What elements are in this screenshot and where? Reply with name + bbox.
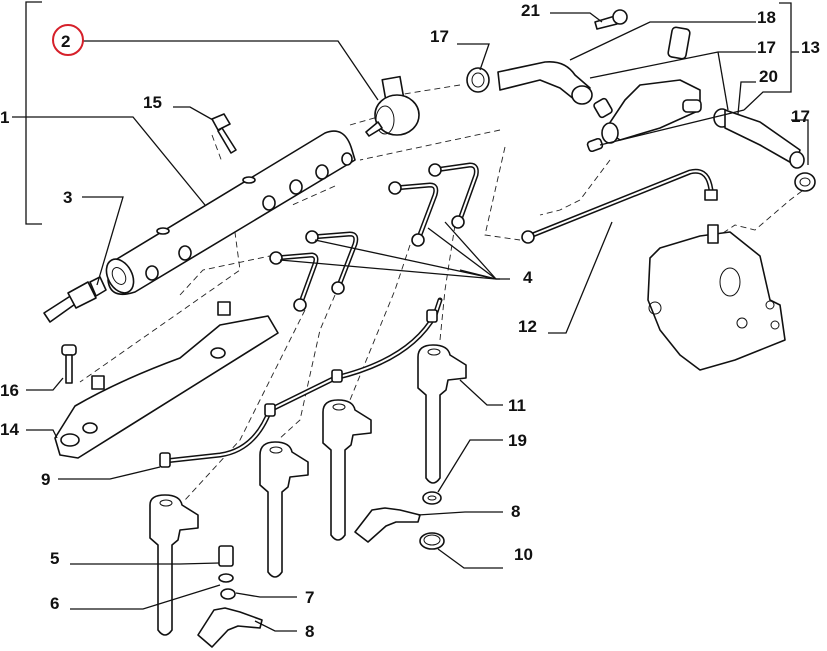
- group-bracket-1: [25, 1, 42, 225]
- callout-8-lower[interactable]: 8: [305, 622, 314, 641]
- seal-ring-10[interactable]: [419, 532, 445, 550]
- return-line[interactable]: [159, 297, 443, 468]
- callout-14[interactable]: 14: [0, 420, 19, 439]
- callout-8-upper[interactable]: 8: [511, 502, 520, 521]
- washer-19[interactable]: [422, 491, 442, 505]
- callout-2[interactable]: 2: [61, 32, 70, 51]
- callout-16[interactable]: 16: [0, 381, 19, 400]
- callout-5[interactable]: 5: [50, 549, 59, 568]
- injector-2[interactable]: [259, 441, 309, 578]
- callout-10[interactable]: 10: [514, 545, 533, 564]
- callout-1[interactable]: 1: [0, 108, 9, 127]
- callout-labels: 2 1 3 15 16 14 9 5 6 7 8 8 10 19 11 12 4…: [0, 1, 820, 641]
- supply-pipe[interactable]: [521, 168, 718, 244]
- high-pressure-pump[interactable]: [647, 224, 786, 371]
- clamp-8a[interactable]: [197, 607, 263, 648]
- bolt-16[interactable]: [61, 344, 77, 384]
- pressure-regulator[interactable]: [365, 75, 420, 137]
- injector-4[interactable]: [417, 344, 467, 484]
- callout-4[interactable]: 4: [523, 268, 533, 287]
- clamp-17c[interactable]: [794, 172, 816, 192]
- callout-21[interactable]: 21: [521, 1, 540, 20]
- callout-19[interactable]: 19: [508, 431, 527, 450]
- callout-15[interactable]: 15: [143, 93, 162, 112]
- callout-6[interactable]: 6: [50, 594, 59, 613]
- hose-18[interactable]: [497, 60, 593, 105]
- callout-20[interactable]: 20: [759, 67, 778, 86]
- leader-lines: [12, 12, 809, 632]
- washer-6[interactable]: [218, 573, 234, 583]
- fuel-rail[interactable]: [101, 130, 356, 297]
- group-bracket-13: [743, 2, 799, 111]
- spacer-sleeve[interactable]: [218, 545, 234, 567]
- pressure-sensor[interactable]: [43, 276, 107, 323]
- callout-17-left[interactable]: 17: [430, 27, 449, 46]
- callout-11[interactable]: 11: [508, 396, 526, 415]
- injector-3[interactable]: [322, 399, 372, 541]
- nut-7[interactable]: [220, 588, 236, 600]
- callout-3[interactable]: 3: [63, 188, 72, 207]
- return-fitting[interactable]: [586, 26, 702, 153]
- injector-1[interactable]: [149, 494, 199, 636]
- screw-21[interactable]: [594, 9, 628, 30]
- return-hose-20[interactable]: [713, 108, 805, 169]
- callout-13[interactable]: 13: [801, 38, 820, 57]
- bolt-15[interactable]: [211, 113, 237, 154]
- injector-pipes[interactable]: [269, 162, 479, 312]
- highlight-circle: [52, 24, 84, 56]
- rail-bracket[interactable]: [54, 301, 279, 459]
- callout-12[interactable]: 12: [518, 317, 537, 336]
- callout-7[interactable]: 7: [305, 588, 314, 607]
- callout-17-mid[interactable]: 17: [757, 38, 776, 57]
- callout-18[interactable]: 18: [757, 8, 776, 27]
- callout-9[interactable]: 9: [41, 470, 50, 489]
- callout-17-right[interactable]: 17: [791, 107, 810, 126]
- clamp-17a[interactable]: [466, 67, 490, 93]
- clamp-8b[interactable]: [354, 507, 421, 543]
